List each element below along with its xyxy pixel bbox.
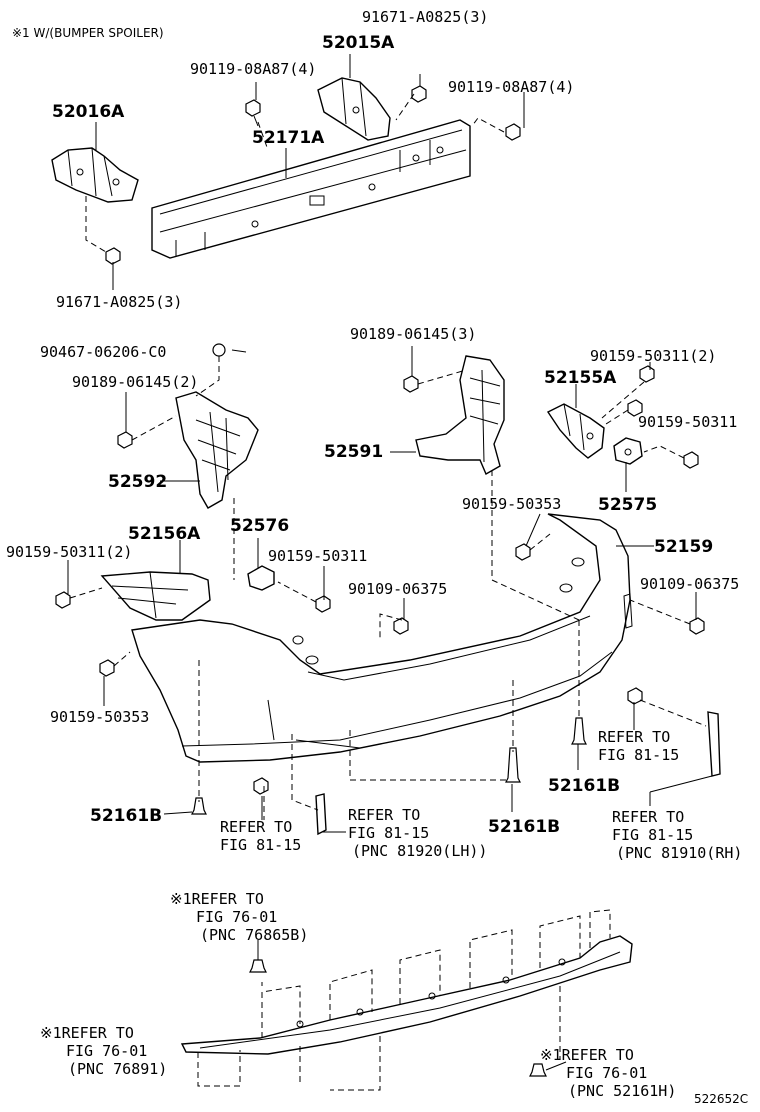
label-90119-08a87-right: 90119-08A87(4): [448, 78, 574, 96]
reflector-rh: [707, 711, 721, 777]
refer-d-line3: (PNC 81910(RH): [616, 844, 742, 862]
push-rivet-icon: [249, 959, 267, 973]
clip-icon: [315, 595, 331, 613]
reflector-hole: [623, 593, 633, 629]
bolt-icon: [411, 74, 427, 103]
refer-c-line1: REFER TO: [348, 806, 420, 824]
push-rivet-icon: [529, 1063, 547, 1077]
nut-icon: [212, 343, 226, 357]
clip-icon: [627, 687, 643, 705]
label-90189-06145-center: 90189-06145(3): [350, 325, 476, 343]
diagram-id: 522652C: [694, 1092, 748, 1106]
clip-icon: [639, 365, 655, 383]
push-rivet-icon: [505, 747, 521, 783]
bumper-cover-52159[interactable]: [131, 513, 631, 763]
refer-b-line2: FIG 81-15: [220, 836, 301, 854]
label-52155A: 52155A: [544, 368, 617, 388]
label-90159-50353-left: 90159-50353: [50, 708, 149, 726]
bracket-52015A[interactable]: [317, 77, 391, 141]
push-rivet-icon: [191, 797, 207, 815]
label-52592: 52592: [108, 472, 167, 492]
label-90159-50353-center: 90159-50353: [462, 495, 561, 513]
spoiler-b-line3: (PNC 76891): [68, 1060, 167, 1078]
label-52016A: 52016A: [52, 102, 125, 122]
bracket-52016A[interactable]: [51, 147, 139, 203]
bolt-icon: [505, 123, 521, 141]
spoiler-b-line1: ※1REFER TO: [40, 1024, 134, 1042]
spoiler-a-line2: FIG 76-01: [196, 908, 277, 926]
label-52576: 52576: [230, 516, 289, 536]
spoiler-a-line1: ※1REFER TO: [170, 890, 264, 908]
label-52171A: 52171A: [252, 128, 325, 148]
label-52015A: 52015A: [322, 33, 395, 53]
bolt-icon: [245, 99, 261, 127]
refer-d-line2: FIG 81-15: [612, 826, 693, 844]
label-52161B-right: 52161B: [548, 776, 620, 796]
screw-icon: [99, 659, 115, 677]
screw-icon: [393, 617, 409, 635]
label-90119-08a87-left: 90119-08A87(4): [190, 60, 316, 78]
clip-icon: [253, 777, 269, 795]
bolt-icon: [105, 247, 121, 265]
push-rivet-icon: [571, 717, 587, 745]
label-52161B-center: 52161B: [488, 817, 560, 837]
screw-icon: [689, 617, 705, 635]
label-52575: 52575: [598, 495, 657, 515]
bumper-spoiler: [180, 935, 633, 1055]
label-90109-06375-center: 90109-06375: [348, 580, 447, 598]
clip-52576[interactable]: [247, 565, 275, 591]
spoiler-c-line2: FIG 76-01: [566, 1064, 647, 1082]
refer-a-line2: FIG 81-15: [598, 746, 679, 764]
label-90159-50311-2-left: 90159-50311(2): [6, 543, 132, 561]
bracket-52155A[interactable]: [546, 403, 605, 459]
spoiler-b-line2: FIG 76-01: [66, 1042, 147, 1060]
clip-icon: [627, 399, 643, 417]
screw-icon: [403, 375, 419, 393]
clip-icon: [683, 451, 699, 469]
refer-c-line3: (PNC 81920(LH)): [352, 842, 487, 860]
clip-icon: [55, 591, 71, 609]
label-91671-a0825-top: 91671-A0825(3): [362, 8, 488, 26]
label-52161B-left: 52161B: [90, 806, 162, 826]
reflector-lh: [315, 793, 327, 836]
refer-c-line2: FIG 81-15: [348, 824, 429, 842]
screw-icon: [117, 431, 133, 449]
label-90189-06145-left: 90189-06145(2): [72, 373, 198, 391]
label-90159-50311-right: 90159-50311: [638, 413, 737, 431]
spoiler-a-line3: (PNC 76865B): [200, 926, 308, 944]
refer-a-line1: REFER TO: [598, 728, 670, 746]
header-note: ※1 W/(BUMPER SPOILER): [12, 26, 164, 40]
label-90159-50311-2-right: 90159-50311(2): [590, 347, 716, 365]
bumper-reinforcement-52171A[interactable]: [151, 119, 471, 259]
label-90159-50311-center: 90159-50311: [268, 547, 367, 565]
label-52591: 52591: [324, 442, 383, 462]
refer-d-line1: REFER TO: [612, 808, 684, 826]
spoiler-c-line1: ※1REFER TO: [540, 1046, 634, 1064]
clip-52575[interactable]: [613, 437, 643, 465]
label-52159: 52159: [654, 537, 713, 557]
clip-icon: [515, 543, 531, 561]
label-90467-06206-c0: 90467-06206-C0: [40, 343, 166, 361]
bracket-52156A[interactable]: [100, 571, 211, 621]
retainer-52591[interactable]: [415, 355, 505, 475]
refer-b-line1: REFER TO: [220, 818, 292, 836]
retainer-52592[interactable]: [175, 391, 259, 509]
label-52156A: 52156A: [128, 524, 201, 544]
spoiler-c-line3: (PNC 52161H): [568, 1082, 676, 1100]
label-91671-a0825-bottom: 91671-A0825(3): [56, 293, 182, 311]
label-90109-06375-right: 90109-06375: [640, 575, 739, 593]
